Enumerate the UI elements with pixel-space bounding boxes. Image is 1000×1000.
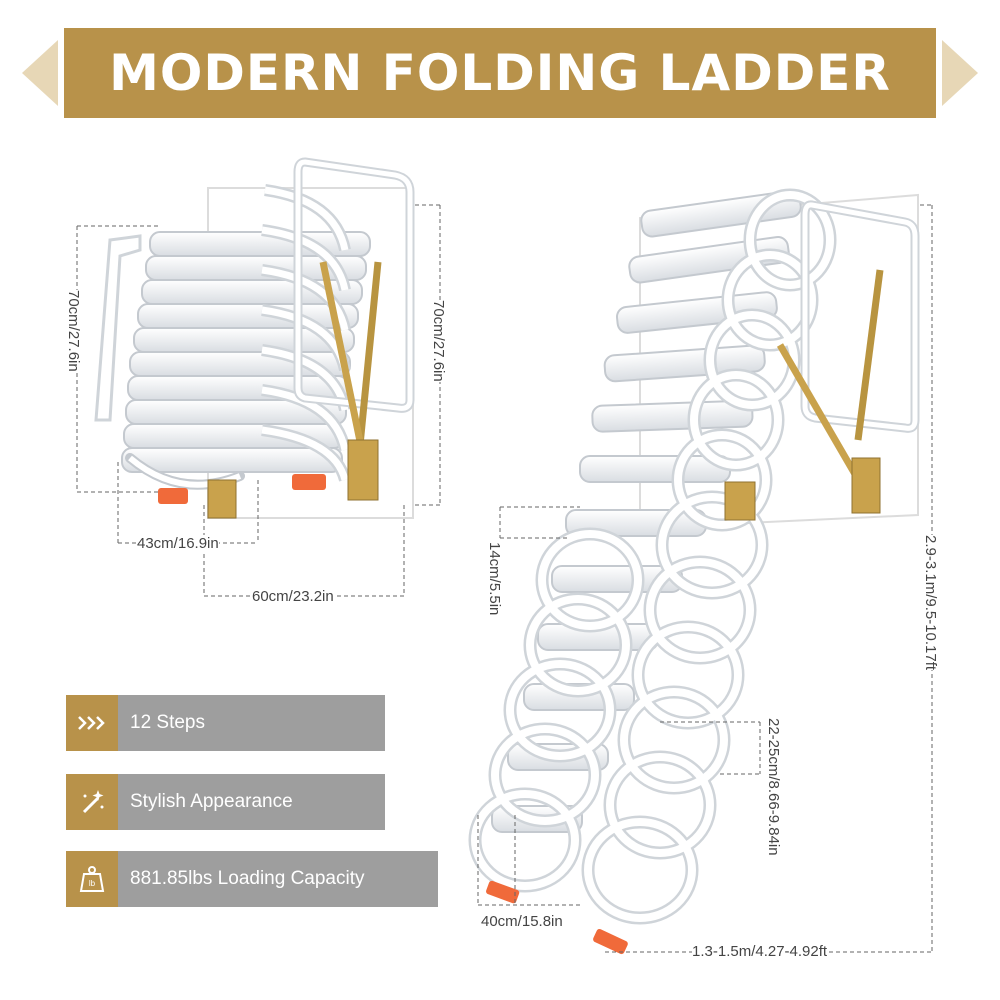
folded-ladder-image [94, 157, 415, 519]
extended-reach-label: 1.3-1.5m/4.27-4.92ft [692, 943, 828, 960]
banner-title: MODERN FOLDING LADDER [109, 44, 891, 102]
folded-height-left-label: 70cm/27.6in [65, 290, 82, 372]
step-height-label: 14cm/5.5in [486, 542, 503, 616]
total-height-label: 2.9-3.1m/9.5-10.17ft [922, 535, 939, 671]
title-banner: MODERN FOLDING LADDER [64, 28, 936, 118]
banner-right-arrow [942, 40, 978, 106]
folded-depth-label: 43cm/16.9in [137, 535, 219, 552]
feature-capacity-label: 881.85lbs Loading Capacity [118, 851, 438, 907]
extended-ladder-image [468, 188, 920, 955]
weight-lb-icon: lb [66, 851, 118, 907]
feature-appearance-label: Stylish Appearance [118, 774, 385, 830]
svg-text:lb: lb [89, 879, 96, 888]
step-spacing-label: 22-25cm/8.66-9.84in [765, 718, 782, 856]
banner-left-arrow [22, 40, 58, 106]
folded-height-right-label: 70cm/27.6in [430, 300, 447, 382]
chevron-triple-icon [66, 695, 118, 751]
folded-width-label: 60cm/23.2in [252, 588, 334, 605]
feature-steps-label: 12 Steps [118, 695, 385, 751]
magic-wand-icon [66, 774, 118, 830]
step-width-label: 40cm/15.8in [481, 913, 563, 930]
